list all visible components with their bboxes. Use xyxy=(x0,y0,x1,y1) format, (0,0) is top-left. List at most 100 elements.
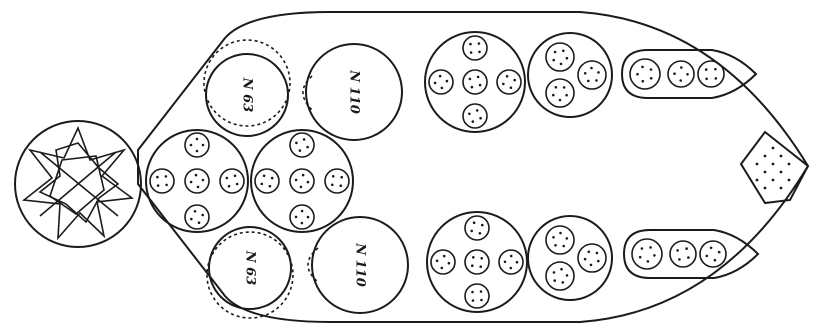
stipple-dot xyxy=(262,174,266,178)
stipple-dot xyxy=(470,229,474,233)
stipple-dot xyxy=(442,254,446,258)
stipple-dot xyxy=(679,79,682,82)
stipple-dot xyxy=(472,255,475,259)
stipple-dot xyxy=(686,73,689,76)
stipple-dot xyxy=(270,176,274,180)
stipple-dot xyxy=(469,51,473,54)
stipple-dot xyxy=(787,178,791,182)
stipple-dot xyxy=(595,79,598,82)
stipple-dot xyxy=(193,210,197,213)
stipple-dot xyxy=(195,137,199,141)
stipple-dot xyxy=(583,72,587,75)
stipple-dot xyxy=(480,298,483,302)
stipple-dot xyxy=(194,173,198,177)
circle-n110-lower: N 110 xyxy=(311,216,409,314)
stipple-dot xyxy=(479,290,483,293)
triple-circle-lower xyxy=(527,215,613,301)
stipple-dot xyxy=(646,260,650,263)
stipple-dot xyxy=(705,254,709,258)
stipple-dot xyxy=(156,184,160,187)
stipple-dot xyxy=(447,261,451,265)
dashed-bulge-lower xyxy=(307,247,319,283)
stipple-dot xyxy=(755,162,759,166)
label-n63-lower: N 63 xyxy=(243,250,258,286)
stipple-dot xyxy=(505,75,509,78)
stipple-dot xyxy=(515,260,519,264)
stipple-dot xyxy=(235,182,239,186)
cross-pattern-circle-left xyxy=(145,129,249,233)
cross-pattern-circle-upper xyxy=(424,31,526,133)
stipple-dot xyxy=(502,82,505,86)
stipple-dot xyxy=(714,77,718,80)
cross-pattern-circle-right xyxy=(250,129,354,233)
stipple-dot xyxy=(771,162,775,166)
stipple-dots xyxy=(156,42,791,302)
stipple-dot xyxy=(755,178,759,182)
stipple-dot xyxy=(478,50,481,54)
stipple-dot xyxy=(197,221,201,224)
stipple-dot xyxy=(306,180,310,184)
stipple-dot xyxy=(641,79,645,83)
stipple-dot xyxy=(481,223,484,227)
stipple-dot xyxy=(717,250,721,254)
stipple-dot xyxy=(477,42,481,45)
stipple-dot xyxy=(552,58,555,62)
stipple-dot xyxy=(554,86,558,89)
label-n110-upper: N 110 xyxy=(347,69,362,114)
stipple-dot xyxy=(440,266,444,270)
stipple-dot xyxy=(565,274,569,277)
stipple-dot xyxy=(190,217,193,221)
stipple-dot xyxy=(165,183,168,187)
stipple-dot xyxy=(779,170,783,174)
stipple-dot xyxy=(779,154,783,158)
stipple-dot xyxy=(649,77,653,80)
stipple-dot xyxy=(678,258,681,261)
starburst-circle xyxy=(14,120,142,248)
stipple-dot xyxy=(638,255,642,259)
stipple-dot xyxy=(763,154,767,158)
stipple-dot xyxy=(438,74,442,78)
stipple-dot xyxy=(673,72,676,75)
stipple-dot xyxy=(306,145,309,149)
stipple-dot xyxy=(469,42,472,46)
stipple-dot xyxy=(233,174,237,178)
stipple-dot xyxy=(480,257,484,260)
circle-n63-upper: N 63 xyxy=(203,39,291,137)
stipple-dot xyxy=(553,279,556,282)
stipple-dot xyxy=(478,83,482,87)
stipple-dot xyxy=(552,93,555,97)
stipple-dot xyxy=(189,180,193,184)
stipple-dot xyxy=(558,98,562,102)
stipple-dot xyxy=(565,237,569,240)
stipple-dot xyxy=(565,93,568,97)
stipple-dot xyxy=(300,221,304,225)
stipple-dot xyxy=(559,231,562,235)
stipple-dot xyxy=(201,143,205,147)
stipple-dot xyxy=(445,79,449,83)
stipple-dot xyxy=(340,175,344,179)
teardrop-capsule-lower xyxy=(622,229,760,279)
stipple-dot xyxy=(687,256,690,259)
stipple-dot xyxy=(714,67,717,71)
stipple-dot xyxy=(300,209,304,213)
stipple-dot xyxy=(509,266,513,270)
stipple-dot xyxy=(583,257,587,261)
stipple-dot xyxy=(597,259,600,263)
stipple-dot xyxy=(295,141,298,145)
stipple-dot xyxy=(294,215,298,219)
stipple-dot xyxy=(471,264,474,268)
hull-outline xyxy=(137,11,810,323)
stipple-dot xyxy=(787,162,791,166)
stipple-dot xyxy=(649,246,652,249)
stipple-dot xyxy=(771,146,775,150)
stipple-dot xyxy=(587,79,590,83)
stipple-dot xyxy=(433,81,437,85)
stipple-dot xyxy=(435,259,439,263)
dotted-pentagon xyxy=(739,130,810,205)
stipple-dot xyxy=(649,68,653,71)
stipple-dot xyxy=(299,185,303,189)
stipple-dot xyxy=(509,254,513,258)
stipple-dot xyxy=(597,71,600,74)
stipple-dot xyxy=(653,254,656,257)
